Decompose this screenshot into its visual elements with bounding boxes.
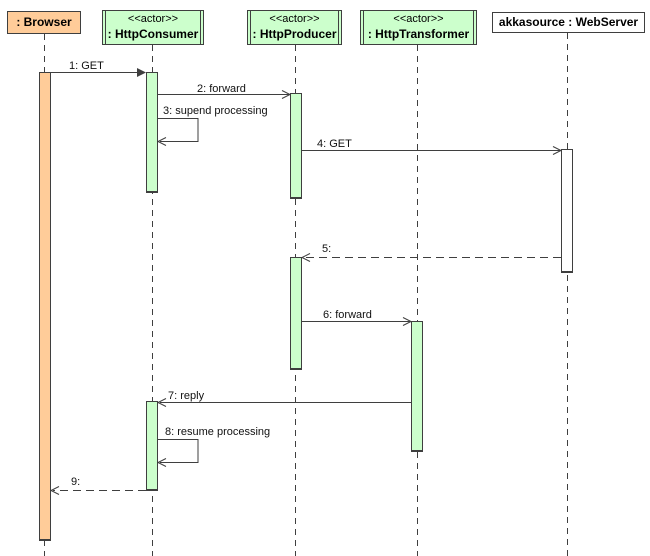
message-label-7: 7: reply [168, 390, 205, 402]
message-9-open-arrowhead [49, 486, 60, 495]
participant-name: akkasource : WebServer [498, 15, 639, 29]
participant-box-httptransformer: <<actor>> : HttpTransformer [360, 10, 477, 45]
participant-box-httpproducer: <<actor>> : HttpProducer [247, 10, 342, 45]
activation-httpproducer-1 [290, 93, 302, 199]
message-label-5: 5: [322, 243, 332, 255]
participant-name: : HttpTransformer [367, 26, 470, 41]
participant-box-browser: : Browser [7, 11, 81, 34]
message-2-open-arrowhead [281, 90, 292, 99]
message-label-9: 9: [71, 476, 81, 488]
message-8-open-arrowhead [156, 458, 167, 467]
message-4-open-arrowhead [552, 146, 563, 155]
message-6-open-arrowhead [402, 317, 413, 326]
activation-browser [39, 72, 51, 541]
activation-httptransformer [411, 321, 423, 452]
message-9-return-arrow [49, 486, 146, 495]
message-5-return-arrow [300, 253, 561, 262]
message-4-get-arrow [302, 146, 563, 155]
activation-httpproducer-2 [290, 257, 302, 370]
message-2-forward-arrow [158, 90, 292, 99]
participant-box-webserver: akkasource : WebServer [492, 12, 645, 33]
message-7-open-arrowhead [156, 398, 167, 407]
message-1-get-arrow [51, 68, 146, 77]
message-label-1: 1: GET [69, 60, 104, 72]
message-3-open-arrowhead [156, 137, 167, 146]
participant-name: : Browser [16, 15, 72, 29]
message-label-2: 2: forward [197, 83, 246, 95]
message-7-reply-arrow [156, 398, 411, 407]
message-3-self-loop [156, 118, 199, 146]
participant-box-httpconsumer: <<actor>> : HttpConsumer [102, 10, 204, 45]
message-5-open-arrowhead [300, 253, 311, 262]
message-label-8: 8: resume processing [165, 426, 271, 438]
message-label-3: 3: supend processing [163, 105, 268, 117]
message-6-forward-arrow [302, 317, 413, 326]
message-label-4: 4: GET [317, 138, 352, 150]
participant-stereotype: <<actor>> [393, 13, 444, 26]
activation-webserver [561, 149, 573, 273]
message-8-self-loop [156, 439, 199, 467]
activation-httpconsumer-2 [146, 401, 158, 491]
activation-httpconsumer-1 [146, 72, 158, 193]
participant-name: : HttpProducer [252, 26, 337, 41]
participant-name: : HttpConsumer [107, 26, 199, 41]
message-1-filled-arrowhead [137, 68, 146, 77]
participant-stereotype: <<actor>> [127, 13, 179, 26]
message-label-6: 6: forward [323, 309, 372, 321]
participant-stereotype: <<actor>> [269, 13, 320, 26]
